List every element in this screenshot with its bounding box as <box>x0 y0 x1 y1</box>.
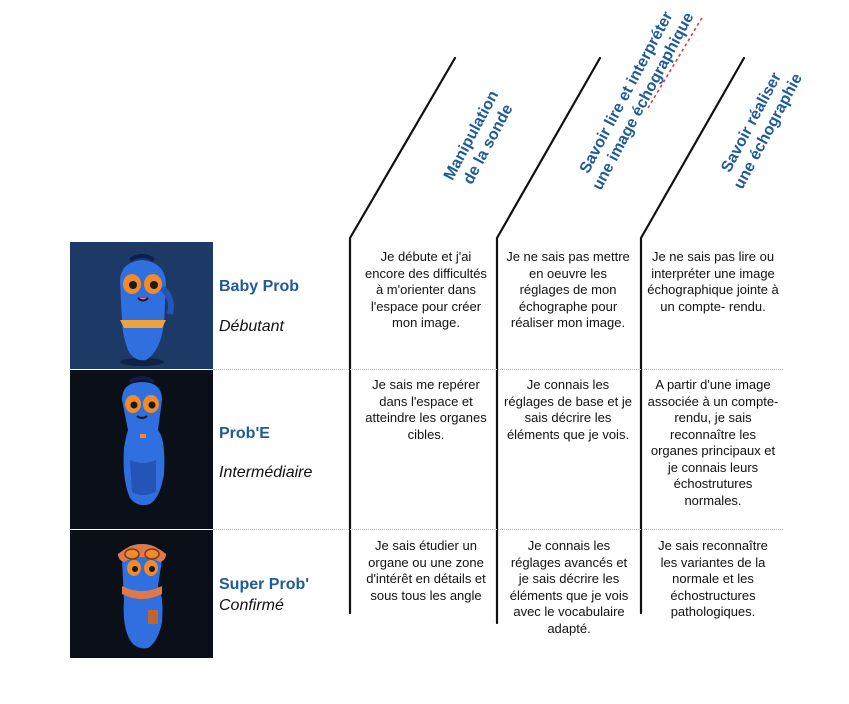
level-name-super-prob: Super Prob' <box>219 576 310 593</box>
baby-prob-robot-icon <box>120 254 174 366</box>
column-line-2 <box>495 56 602 625</box>
level-sub-beginner: Débutant <box>219 318 284 335</box>
cell-super-prob-read-interpret: Je connais les réglages avancés et je sa… <box>509 538 629 636</box>
super-prob-robot-icon <box>118 544 166 649</box>
level-name-probe: Prob'E <box>219 425 270 442</box>
cell-baby-prob-perform: Je ne sais pas lire ou interpréter une i… <box>647 249 779 314</box>
super-prob-panel <box>70 530 213 658</box>
row-divider <box>213 529 783 530</box>
level-name-baby-prob: Baby Prob <box>219 278 300 295</box>
cell-baby-prob-probe-handling: Je débute et j'ai encore des difficultés… <box>365 249 487 330</box>
cell-probe-probe-handling: Je sais me repérer dans l'espace et atte… <box>365 377 487 442</box>
baby-prob-panel <box>70 242 213 369</box>
column-line-3 <box>639 56 746 615</box>
row-divider <box>213 369 783 370</box>
cell-baby-prob-read-interpret: Je ne sais pas mettre en oeuvre les régl… <box>506 249 630 330</box>
level-sub-intermediate: Intermédiaire <box>219 464 313 481</box>
cell-probe-perform: A partir d'une image associée à un compt… <box>647 377 779 508</box>
cell-super-prob-perform: Je sais reconnaître les variantes de la … <box>658 538 768 619</box>
probe-panel <box>70 370 213 529</box>
probe-robot-icon <box>122 376 165 506</box>
level-sub-confirmed: Confirmé <box>219 597 284 614</box>
cell-super-prob-probe-handling: Je sais étudier un organe ou une zone d'… <box>366 538 486 603</box>
cell-probe-read-interpret: Je connais les réglages de base et je sa… <box>504 377 632 442</box>
column-line-1 <box>348 56 457 615</box>
